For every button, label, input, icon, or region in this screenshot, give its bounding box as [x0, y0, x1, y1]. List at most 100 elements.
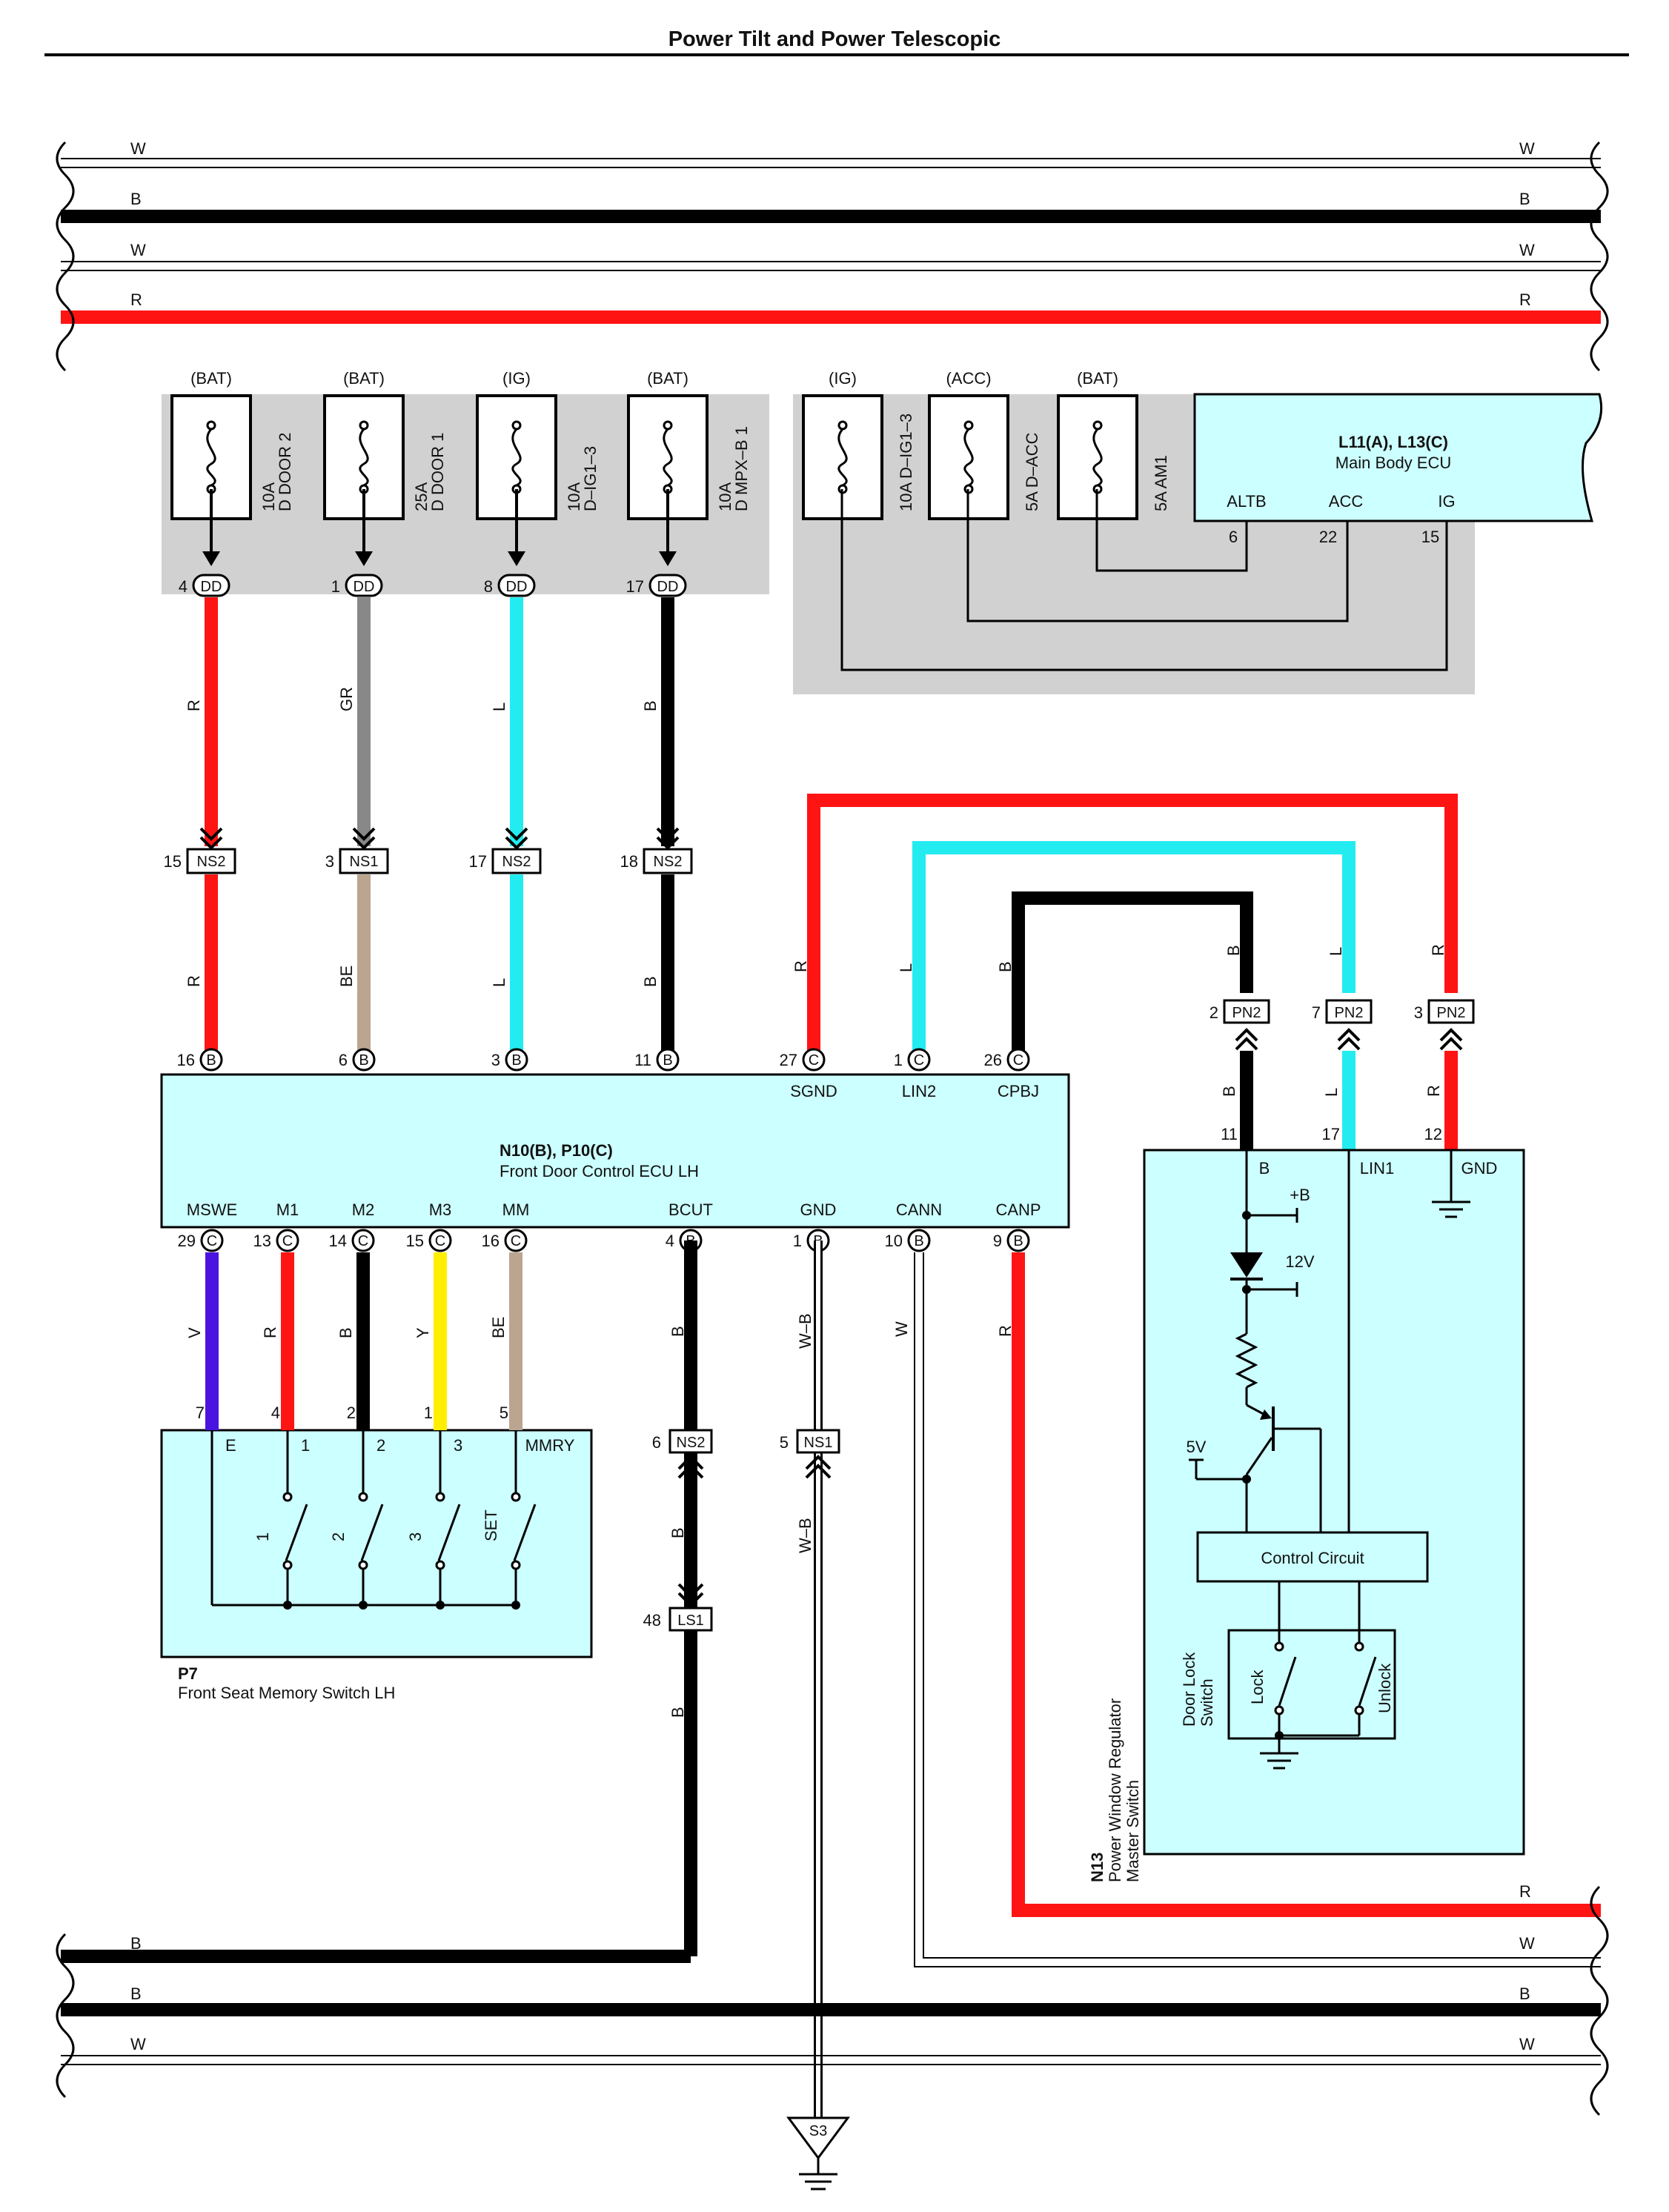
pw-pin-label-lin1: LIN1 — [1360, 1159, 1394, 1178]
wire-label-cpbj: B — [996, 961, 1015, 972]
main-body-ecu-pin-altb: ALTB — [1227, 492, 1266, 511]
pw-switch-name-1: Power Window Regulator — [1106, 1698, 1124, 1882]
pw-switch-code: N13 — [1088, 1853, 1106, 1882]
seat-switch-contact-top-0 — [282, 1492, 293, 1502]
dd-pin-1: 1 — [331, 577, 340, 596]
fuse-right-source-1: (ACC) — [946, 369, 991, 388]
ns-chevron-2 — [505, 827, 528, 850]
fuse-amp-1: 25A — [412, 482, 431, 511]
seat-switch-blade-0 — [285, 1504, 308, 1561]
ecu-label-tr-2: CPBJ — [998, 1082, 1039, 1100]
pw-unlock-contact-bottom — [1354, 1705, 1364, 1716]
fuse-right-2: (BAT) 5A AM1 — [1057, 369, 1170, 520]
seat-pin-num-3: 1 — [424, 1404, 433, 1422]
ecu-conn-tr-1-letter: C — [914, 1052, 924, 1069]
bcut-ls-pin: 48 — [643, 1611, 661, 1630]
wire-label-pn2-b-top: B — [1224, 945, 1243, 956]
pw-control-circuit-box — [1196, 1531, 1429, 1583]
wire-sgnd-r — [807, 794, 1458, 1058]
fuse-right-symbol-2-element — [1092, 428, 1103, 487]
pn2-connector-label-2: PN2 — [1437, 1005, 1466, 1021]
bcut-chevron-1 — [677, 1455, 704, 1479]
ecu-conn-bottom-7 — [907, 1229, 931, 1252]
pw-door-lock-label-2: Switch — [1198, 1678, 1216, 1727]
seat-switch-junction-0 — [283, 1601, 292, 1610]
fuse-right-source-0: (IG) — [829, 369, 857, 388]
ecu-conn-bottom-2 — [351, 1229, 375, 1252]
pw-lock-label: Lock — [1248, 1670, 1267, 1704]
pw-pin-label-gnd: GND — [1461, 1159, 1498, 1178]
top-bus-label-w2-right: W — [1519, 241, 1535, 259]
main-body-ecu-box — [1193, 393, 1603, 522]
fuse-symbol-3-body — [627, 394, 709, 520]
bcut-wire-label-2: B — [668, 1527, 687, 1538]
seat-switch-contact-bottom-1 — [358, 1560, 368, 1570]
seat-switch-contact-bottom-0 — [282, 1560, 293, 1570]
seat-wire-label-4: BE — [489, 1317, 508, 1338]
ecu-label-bottom-5: BCUT — [668, 1200, 713, 1219]
seat-switch-name: Front Seat Memory Switch LH — [178, 1684, 395, 1702]
pw-pin-num-0: 11 — [1221, 1125, 1238, 1143]
canp-path — [1012, 1252, 1601, 1917]
loop-wires — [807, 794, 1458, 1058]
fuse-symbol-2-element — [511, 428, 522, 487]
fuse-right-source-2: (BAT) — [1077, 369, 1118, 388]
ecu-conn-tr-0 — [802, 1048, 826, 1072]
ecu-conn-bottom-4 — [504, 1229, 528, 1252]
ecu-conn-bottom-7-letter: B — [914, 1233, 923, 1249]
pn2-connector-0 — [1223, 999, 1270, 1024]
bus-break-right-bottom — [1590, 1885, 1609, 2116]
wire-label-upper-0: R — [185, 700, 203, 711]
ecu-pin-tr-2: 26 — [984, 1051, 1002, 1069]
wire-label-lower-2: L — [490, 978, 508, 987]
ecu-pin-bottom-7: 10 — [885, 1232, 903, 1250]
fuse-right-symbol-0-element — [837, 428, 848, 487]
seat-pin-num-1: 4 — [271, 1404, 280, 1422]
main-body-ecu-name: Main Body ECU — [1335, 454, 1452, 472]
dd-connector-label-3: DD — [657, 579, 679, 595]
ecu-pin-bottom-4: 16 — [482, 1232, 500, 1250]
gnd-ns-connector — [796, 1429, 840, 1454]
bcut-ns-connector — [668, 1429, 713, 1454]
ecu-conn-top-2 — [505, 1048, 528, 1072]
ecu-pin-bottom-6: 1 — [793, 1232, 802, 1250]
ecu-pin-top-2: 3 — [491, 1051, 500, 1069]
seat-pin-label-0: E — [225, 1436, 236, 1455]
ecu-conn-tr-1 — [907, 1048, 931, 1072]
ecu-label-bottom-4: MM — [502, 1200, 530, 1219]
seat-pin-label-3: 3 — [454, 1436, 462, 1455]
cann-wire-label: W — [892, 1321, 911, 1337]
ecu-conn-bottom-0-letter: C — [207, 1233, 217, 1249]
pn2-pin-1: 7 — [1312, 1003, 1321, 1022]
top-bus-w2 — [61, 261, 1601, 271]
fuse-amp-2: 10A — [565, 482, 583, 511]
fuse-right-symbol-2-body — [1057, 394, 1138, 520]
pw-5v-label: 5V — [1187, 1438, 1207, 1456]
ns-pin-3: 18 — [620, 852, 638, 871]
ecu-label-bottom-3: M3 — [429, 1200, 452, 1219]
ecu-conn-bottom-0 — [200, 1229, 224, 1252]
seat-switch-blade-3 — [513, 1504, 537, 1561]
bus-break-left-bottom — [56, 1933, 75, 2099]
ns-connector-1 — [339, 848, 389, 874]
fuse-arrow-0 — [202, 551, 220, 566]
gnd-chevron — [805, 1455, 832, 1479]
pw-control-circuit-label: Control Circuit — [1261, 1549, 1364, 1567]
fuse-right-symbol-2-term-top — [1092, 420, 1103, 431]
ns-connector-label-2: NS2 — [502, 854, 531, 870]
seat-wire-label-0: V — [185, 1327, 204, 1338]
fuse-right-label-2: 5A AM1 — [1152, 455, 1170, 511]
fuse-symbol-3-term-top — [663, 420, 673, 431]
gnd-wire-label-2: W–B — [796, 1518, 814, 1553]
ecu-conn-bottom-3-letter: C — [435, 1233, 445, 1249]
pn2-connector-label-0: PN2 — [1232, 1005, 1261, 1021]
bcut-wire-label-1: B — [668, 1326, 687, 1337]
bcut-wire-label-3: B — [668, 1707, 687, 1718]
fuse-right-symbol-1-term-top — [963, 420, 974, 431]
ecu-pin-top-1: 6 — [339, 1051, 348, 1069]
bus-break-left-top — [56, 141, 75, 372]
ns-pin-2: 17 — [469, 852, 487, 871]
